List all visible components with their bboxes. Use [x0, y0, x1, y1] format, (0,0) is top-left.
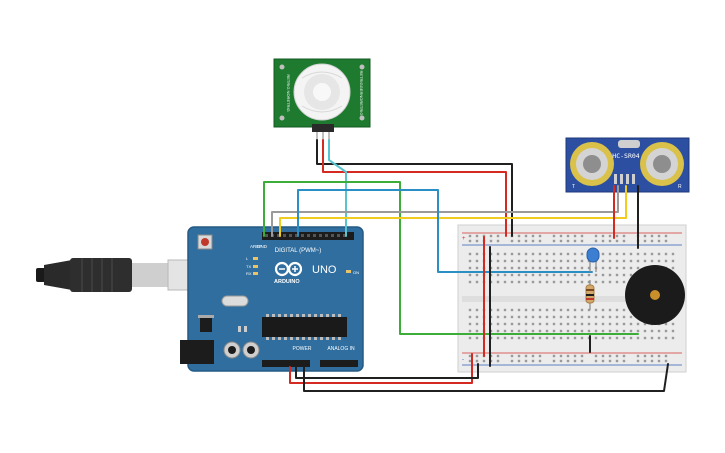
wire-pir-out-red [322, 139, 507, 237]
power-jack [180, 340, 214, 364]
wire-gray [271, 185, 619, 237]
power-header [262, 360, 310, 367]
ultrasonic-sensor-hc-sr04[interactable]: HC-SR04 T R [565, 137, 690, 193]
wire-green [263, 181, 639, 335]
wire-5v-red [289, 353, 473, 384]
piezo-buzzer[interactable] [625, 265, 685, 325]
analog-header [320, 360, 358, 367]
voltage-regulator [200, 318, 212, 332]
microcontroller-chip [262, 317, 347, 337]
resistor[interactable] [585, 280, 595, 310]
pir-header [312, 124, 334, 132]
rx-label: RX [246, 271, 252, 276]
wire-gnd-black-2 [303, 363, 669, 392]
wire-gnd-black-1 [295, 363, 479, 379]
hcsr04-model-text: HC-SR04 [612, 152, 639, 160]
tx-label: TX [246, 264, 251, 269]
l-label: L [246, 256, 249, 261]
pir-right-text: RETRIGGERNORETRIG [359, 71, 364, 116]
reset-button-icon[interactable] [201, 238, 209, 246]
pir-motion-sensor[interactable]: RETRIG NORETRIG RETRIGGERNORETRIG [273, 58, 371, 140]
analog-label: ANALOG IN [327, 346, 355, 352]
model-text: UNO [312, 264, 337, 276]
hcsr04-r-mark: R [678, 184, 682, 190]
crystal [221, 295, 249, 307]
gnd-label: GND [257, 244, 268, 249]
aref-label: AREF [250, 244, 262, 249]
arduino-logo-icon [274, 261, 303, 277]
arduino-uno-board[interactable]: DIGITAL (PWM~) AREF GND UNO ARDUINO L TX… [180, 226, 364, 372]
blue-led[interactable] [586, 247, 600, 272]
logo-text: ARDUINO [274, 279, 300, 285]
pir-left-text: RETRIG NORETRIG [286, 74, 291, 111]
usb-cable [36, 258, 195, 292]
on-label: ON [353, 270, 359, 275]
hcsr04-t-mark: T [572, 184, 575, 190]
wire-yellow [279, 185, 627, 237]
wire-pir-vcc-cyan [328, 139, 347, 237]
rail-minus-label: - [462, 357, 464, 363]
wire-pir-gnd-black [316, 139, 513, 237]
wires [263, 139, 669, 392]
rail-plus-label: + [462, 236, 466, 242]
digital-header-label: DIGITAL (PWM~) [275, 248, 322, 254]
power-label: POWER [293, 346, 312, 352]
